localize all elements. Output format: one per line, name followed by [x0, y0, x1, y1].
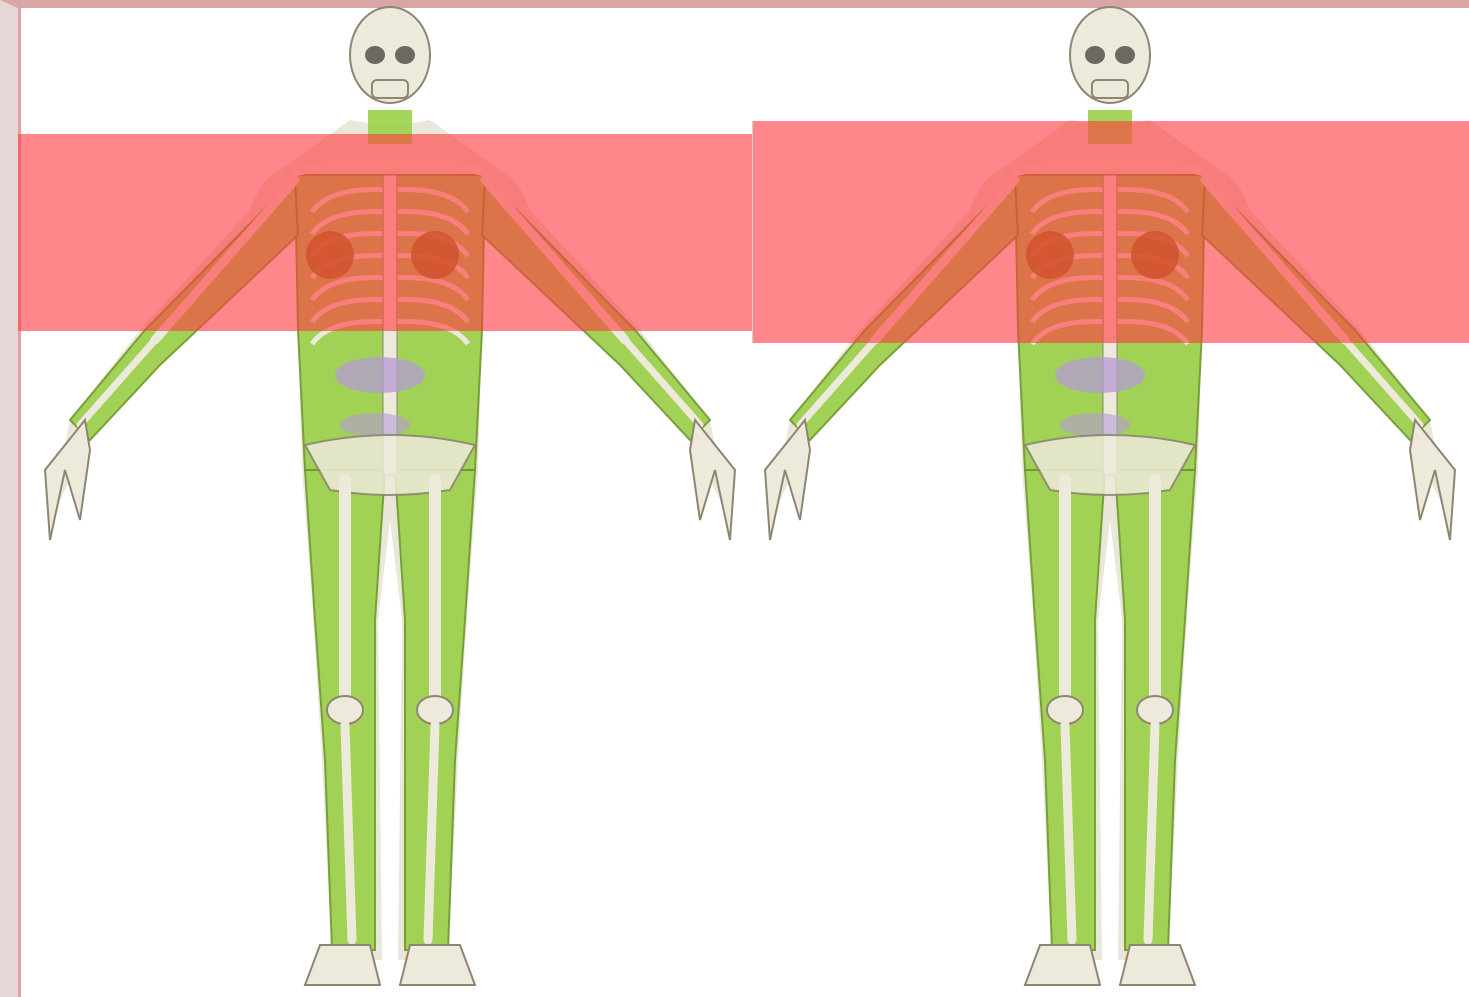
eye-socket: [395, 46, 415, 64]
pelvis-icon: [305, 435, 475, 495]
jaw: [1092, 80, 1128, 98]
knee: [1047, 696, 1083, 724]
knee: [1137, 696, 1173, 724]
foot: [400, 945, 475, 985]
knee: [417, 696, 453, 724]
foot: [1120, 945, 1195, 985]
foot: [305, 945, 380, 985]
abdominal-organ: [340, 413, 410, 437]
highlight-band-left: [18, 134, 752, 331]
knee: [327, 696, 363, 724]
pelvis-icon: [1025, 435, 1195, 495]
jaw: [372, 80, 408, 98]
abdominal-organ: [1055, 357, 1145, 393]
highlight-band-right: [752, 121, 1469, 343]
eye-socket: [365, 46, 385, 64]
abdominal-organ: [335, 357, 425, 393]
foot: [1025, 945, 1100, 985]
abdominal-organ: [1060, 413, 1130, 437]
eye-socket: [1085, 46, 1105, 64]
eye-socket: [1115, 46, 1135, 64]
